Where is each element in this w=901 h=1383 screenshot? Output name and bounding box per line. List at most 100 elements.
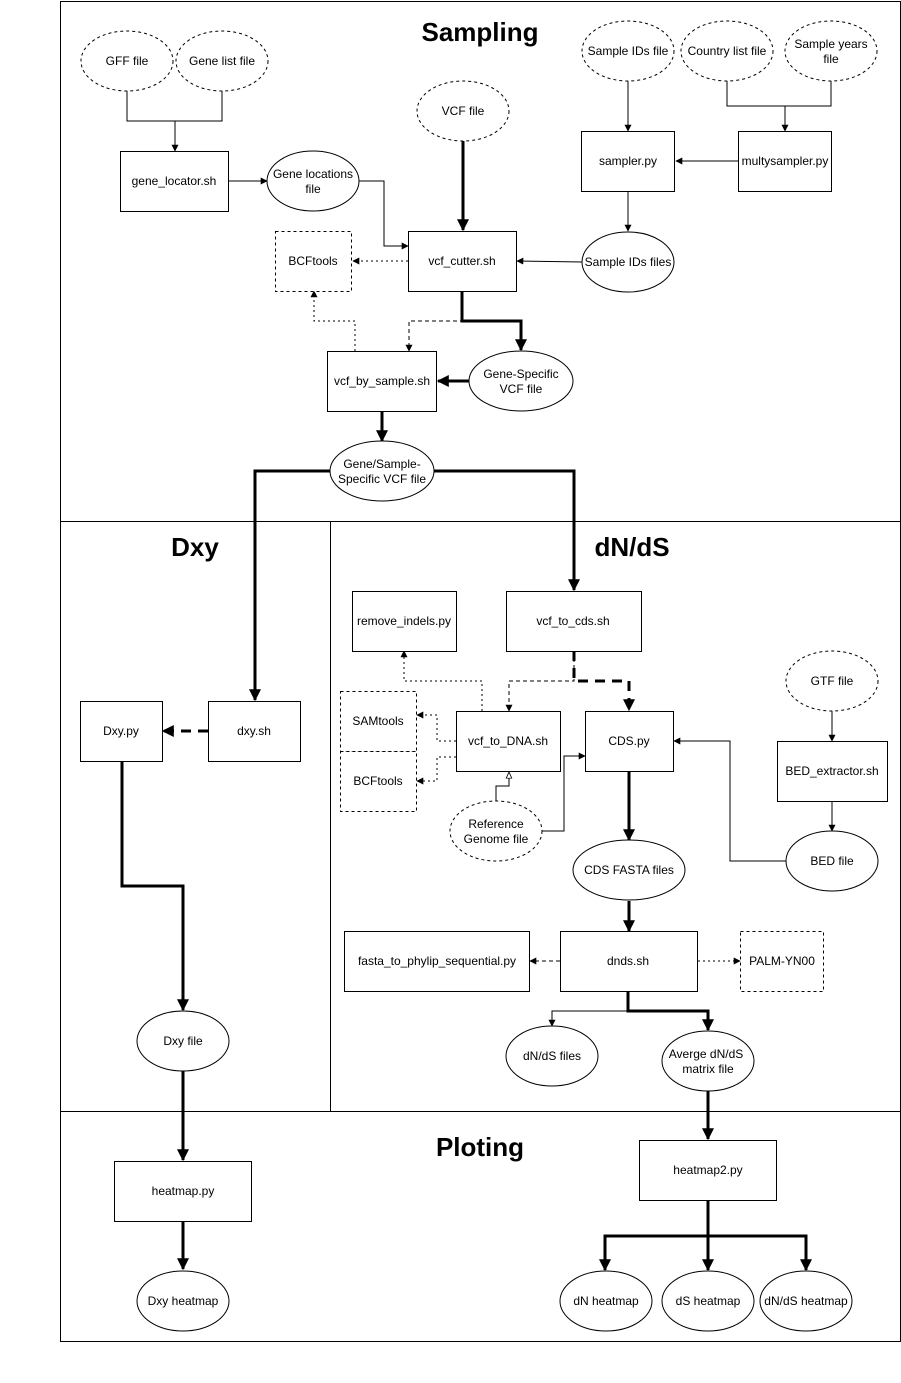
svg-text:Sample years: Sample years xyxy=(794,37,867,51)
edge-locations-to-cutter xyxy=(358,180,409,250)
svg-text:SAMtools: SAMtools xyxy=(352,714,403,728)
node-cds-fasta: CDS FASTA files xyxy=(572,839,686,901)
node-gene-locator: gene_locator.sh xyxy=(120,151,229,212)
node-gene-locations-file: Gene locations file xyxy=(266,150,360,212)
svg-text:heatmap.py: heatmap.py xyxy=(152,1184,215,1198)
svg-text:multysampler.py: multysampler.py xyxy=(742,154,829,168)
node-sampler: sampler.py xyxy=(581,131,675,192)
svg-text:dS heatmap: dS heatmap xyxy=(676,1294,741,1308)
svg-text:Reference: Reference xyxy=(468,817,524,831)
svg-text:vcf_by_sample.sh: vcf_by_sample.sh xyxy=(334,374,430,388)
edge-vcf-to-dna-to-remove-indels xyxy=(400,650,483,711)
svg-text:matrix file: matrix file xyxy=(682,1062,734,1076)
svg-text:remove_indels.py: remove_indels.py xyxy=(357,614,451,628)
svg-text:GTF file: GTF file xyxy=(811,674,854,688)
node-bed-file: BED file xyxy=(785,830,879,892)
node-dxy-sh: dxy.sh xyxy=(208,701,301,762)
svg-text:Dxy heatmap: Dxy heatmap xyxy=(148,1294,219,1308)
edge-vcf-to-dna-to-bcftools xyxy=(416,756,456,785)
node-sample-ids-files: Sample IDs files xyxy=(581,231,675,293)
svg-text:GFF file: GFF file xyxy=(106,54,149,68)
svg-text:file: file xyxy=(823,52,839,66)
svg-text:dN/dS files: dN/dS files xyxy=(523,1049,581,1063)
edge-heatmap2-to-dnds-heatmap xyxy=(708,1234,812,1272)
node-dxy-file: Dxy file xyxy=(136,1010,230,1072)
sampling-title: Sampling xyxy=(421,17,538,47)
svg-text:Gene locations: Gene locations xyxy=(273,167,353,181)
svg-text:Dxy file: Dxy file xyxy=(163,1034,203,1048)
svg-text:Country list file: Country list file xyxy=(688,44,767,58)
svg-text:Gene-Specific: Gene-Specific xyxy=(483,367,558,381)
node-sample-years-file: Sample years file xyxy=(784,20,878,82)
node-dnds-sh: dnds.sh xyxy=(560,931,698,992)
node-vcf-by-sample: vcf_by_sample.sh xyxy=(327,351,437,412)
node-gtf-file: GTF file xyxy=(785,650,879,712)
svg-text:vcf_cutter.sh: vcf_cutter.sh xyxy=(428,254,495,268)
svg-text:PALM-YN00: PALM-YN00 xyxy=(749,954,815,968)
svg-text:dN heatmap: dN heatmap xyxy=(573,1294,639,1308)
svg-text:Sample IDs file: Sample IDs file xyxy=(588,44,669,58)
svg-text:CDS FASTA files: CDS FASTA files xyxy=(584,863,674,877)
node-reference-genome: Reference Genome file xyxy=(449,800,543,862)
svg-text:heatmap2.py: heatmap2.py xyxy=(673,1163,742,1177)
dxy-title: Dxy xyxy=(171,532,219,562)
svg-text:BCFtools: BCFtools xyxy=(288,254,337,268)
svg-text:dN/dS heatmap: dN/dS heatmap xyxy=(764,1294,848,1308)
svg-text:vcf_to_DNA.sh: vcf_to_DNA.sh xyxy=(468,734,548,748)
node-dnds-files: dN/dS files xyxy=(505,1025,599,1087)
edge-heatmap2-to-dn-heatmap xyxy=(599,1201,710,1272)
svg-text:VCF file: VCF file xyxy=(442,104,485,118)
edges xyxy=(120,81,836,1272)
svg-text:BCFtools: BCFtools xyxy=(353,774,402,788)
edge-country-to-multysampler xyxy=(726,81,789,132)
node-multysampler: multysampler.py xyxy=(738,131,832,192)
svg-text:Gene list file: Gene list file xyxy=(189,54,255,68)
node-vcf-to-cds: vcf_to_cds.sh xyxy=(506,591,642,652)
svg-text:Dxy.py: Dxy.py xyxy=(103,724,139,738)
edge-dnds-sh-to-dnds-files xyxy=(548,991,629,1027)
node-samtools: SAMtools xyxy=(340,691,417,752)
node-dxy-py: Dxy.py xyxy=(80,701,163,762)
edge-ids-files-to-cutter xyxy=(516,257,583,265)
edge-reference-to-vcf-to-dna xyxy=(495,772,509,801)
node-heatmap2-py: heatmap2.py xyxy=(639,1140,777,1201)
node-vcf-cutter: vcf_cutter.sh xyxy=(408,231,517,292)
svg-text:file: file xyxy=(305,182,321,196)
node-gene-sample-vcf: Gene/Sample- Specific VCF file xyxy=(329,440,435,502)
svg-text:gene_locator.sh: gene_locator.sh xyxy=(132,174,217,188)
node-dnds-heatmap: dN/dS heatmap xyxy=(759,1270,853,1332)
node-dn-heatmap: dN heatmap xyxy=(559,1270,653,1332)
edge-gff-to-gene-locator xyxy=(126,91,179,152)
edge-vcf-to-cds-to-vcf-to-dna xyxy=(505,651,575,712)
node-bed-extractor: BED_extractor.sh xyxy=(777,741,888,802)
node-gff-file: GFF file xyxy=(80,30,174,92)
svg-text:dxy.sh: dxy.sh xyxy=(237,724,271,738)
node-country-list-file: Country list file xyxy=(680,20,774,82)
node-vcf-file: VCF file xyxy=(416,80,510,142)
node-heatmap-py: heatmap.py xyxy=(114,1161,252,1222)
edge-sample-vcf-to-dxy-sh xyxy=(249,469,330,702)
node-palm-yn00: PALM-YN00 xyxy=(740,931,824,992)
node-gene-list-file: Gene list file xyxy=(175,30,269,92)
svg-text:vcf_to_cds.sh: vcf_to_cds.sh xyxy=(536,614,609,628)
edge-sample-vcf-to-vcf-to-cds xyxy=(434,469,580,592)
svg-text:Specific VCF file: Specific VCF file xyxy=(338,472,426,486)
node-sample-ids-file: Sample IDs file xyxy=(581,20,675,82)
node-bcftools-sampling: BCFtools xyxy=(275,231,352,292)
edge-cutter-to-gene-vcf xyxy=(460,291,527,352)
edge-by-sample-to-bcftools xyxy=(310,290,356,351)
svg-text:CDS.py: CDS.py xyxy=(608,734,649,748)
svg-text:Averge dN/dS: Averge dN/dS xyxy=(669,1047,744,1061)
edge-vcf-to-dna-to-samtools xyxy=(416,711,456,742)
node-average-matrix: Averge dN/dS matrix file xyxy=(661,1030,755,1092)
svg-text:Genome file: Genome file xyxy=(464,832,529,846)
svg-text:VCF file: VCF file xyxy=(500,382,543,396)
svg-text:BED_extractor.sh: BED_extractor.sh xyxy=(785,764,878,778)
svg-text:Gene/Sample-: Gene/Sample- xyxy=(343,457,420,471)
svg-text:BED file: BED file xyxy=(810,854,854,868)
svg-text:dnds.sh: dnds.sh xyxy=(607,954,649,968)
edge-bed-to-cds-py xyxy=(673,737,786,862)
edge-vcf-to-cds-to-cds-py xyxy=(572,651,635,712)
svg-text:sampler.py: sampler.py xyxy=(599,154,657,168)
